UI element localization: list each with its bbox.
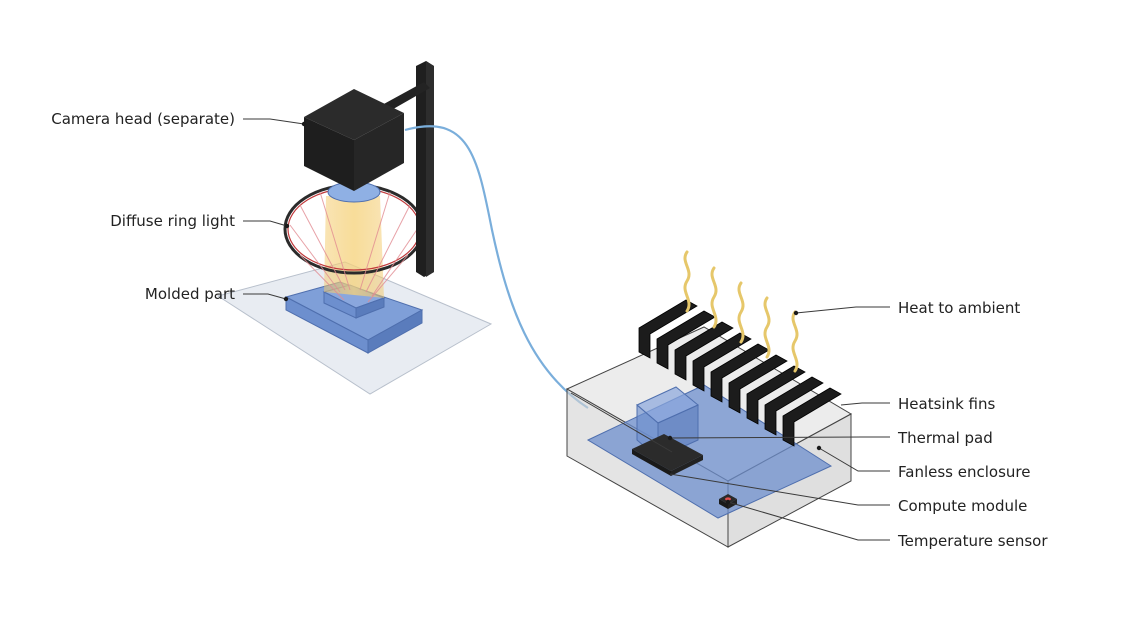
callout-temperature-sensor: Temperature sensor bbox=[725, 499, 1048, 550]
label-molded-part: Molded part bbox=[145, 285, 235, 303]
label-compute-module: Compute module bbox=[898, 497, 1027, 515]
callout-camera-head: Camera head (separate) bbox=[51, 110, 307, 128]
temperature-sensor-icon bbox=[719, 494, 737, 509]
mounting-post bbox=[382, 61, 434, 277]
heat-wave-icon bbox=[683, 250, 799, 373]
label-heatsink-fins: Heatsink fins bbox=[898, 395, 995, 413]
callout-thermal-pad: Thermal pad bbox=[667, 429, 993, 447]
callout-compute-module: Compute module bbox=[669, 473, 1027, 515]
camera-station bbox=[216, 61, 493, 395]
label-ring-light: Diffuse ring light bbox=[110, 212, 235, 230]
callout-fanless-enclosure: Fanless enclosure bbox=[816, 445, 1030, 481]
molded-part-icon bbox=[284, 281, 424, 354]
heatsink-fins-icon bbox=[638, 299, 842, 447]
label-camera-head: Camera head (separate) bbox=[51, 110, 235, 128]
camera-cable bbox=[404, 125, 589, 409]
camera-head-icon bbox=[304, 89, 404, 191]
label-fanless-enclosure: Fanless enclosure bbox=[898, 463, 1030, 481]
cable-internal-leader bbox=[570, 392, 673, 453]
compute-enclosure bbox=[565, 250, 853, 548]
callout-heat-ambient: Heat to ambient bbox=[793, 299, 1020, 317]
label-heat-ambient: Heat to ambient bbox=[898, 299, 1020, 317]
compute-module-icon bbox=[632, 434, 703, 476]
callout-molded-part: Molded part bbox=[145, 285, 289, 303]
callout-ring-light: Diffuse ring light bbox=[110, 212, 290, 230]
callout-heatsink-fins: Heatsink fins bbox=[840, 395, 995, 413]
label-temperature-sensor: Temperature sensor bbox=[897, 532, 1048, 550]
label-thermal-pad: Thermal pad bbox=[897, 429, 993, 447]
